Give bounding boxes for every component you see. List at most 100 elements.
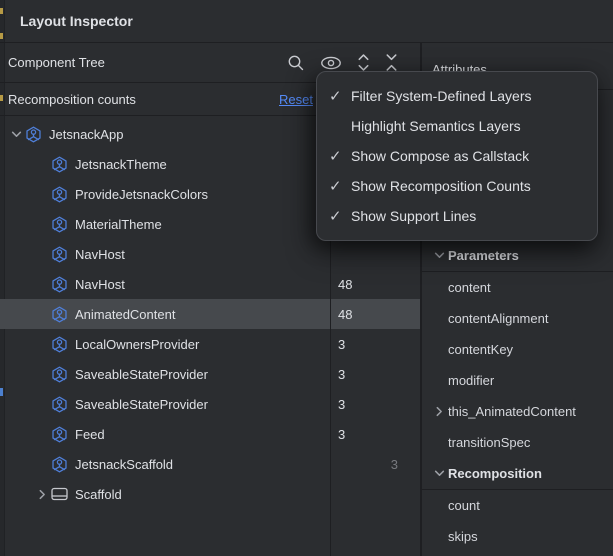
- recomposition-count: 3: [338, 366, 346, 382]
- tree-node-material-theme[interactable]: MaterialTheme: [0, 209, 420, 239]
- section-recomposition[interactable]: Recomposition: [422, 458, 613, 490]
- expand-all-icon[interactable]: [357, 54, 370, 71]
- tree-node-label: LocalOwnersProvider: [75, 336, 200, 352]
- window-edge-gutter: [0, 0, 5, 556]
- tree-node-feed[interactable]: Feed 3: [0, 419, 420, 449]
- menu-item-label: Filter System-Defined Layers: [351, 88, 532, 104]
- attributes-panel: Attributes Parameters content contentAli…: [420, 43, 613, 556]
- tree-node-animated-content-selected[interactable]: AnimatedContent 48: [0, 299, 420, 329]
- view-options-dropdown-menu: ✓ Filter System-Defined Layers Highlight…: [316, 71, 598, 241]
- menu-item-show-recomposition-counts[interactable]: ✓ Show Recomposition Counts: [317, 171, 597, 201]
- checkmark-icon: ✓: [329, 88, 342, 105]
- tree-node-label: Feed: [75, 426, 105, 442]
- gutter-mark: [0, 95, 3, 101]
- compose-node-icon: [51, 396, 68, 413]
- recomposition-count: 3: [338, 426, 346, 442]
- attribute-label: skips: [448, 529, 478, 544]
- view-node-icon: [51, 487, 68, 501]
- search-icon[interactable]: [287, 54, 305, 72]
- compose-node-icon: [51, 336, 68, 353]
- gutter-mark: [0, 33, 3, 39]
- menu-item-highlight-semantics-layers[interactable]: Highlight Semantics Layers: [317, 111, 597, 141]
- compose-node-icon: [51, 246, 68, 263]
- tree-node-provide-jetsnack-colors[interactable]: ProvideJetsnackColors: [0, 179, 420, 209]
- component-tree-panel: Component Tree Recomposition counts Rese…: [0, 43, 420, 556]
- tree-node-label: JetsnackTheme: [75, 156, 167, 172]
- recomposition-skips-count: 3: [390, 456, 398, 472]
- tree-node-nav-host[interactable]: NavHost: [0, 239, 420, 269]
- attribute-label: transitionSpec: [448, 435, 531, 450]
- menu-item-label: Highlight Semantics Layers: [351, 118, 521, 134]
- menu-item-show-compose-as-callstack[interactable]: ✓ Show Compose as Callstack: [317, 141, 597, 171]
- attribute-label: this_AnimatedContent: [448, 404, 576, 419]
- section-label: Parameters: [448, 248, 519, 263]
- menu-item-label: Show Support Lines: [351, 208, 477, 224]
- tree-node-label: Scaffold: [75, 486, 122, 502]
- attributes-list: Parameters content contentAlignment cont…: [422, 90, 613, 552]
- menu-item-label: Show Recomposition Counts: [351, 178, 531, 194]
- gutter-mark: [0, 388, 3, 396]
- tree-node-saveable-state-provider[interactable]: SaveableStateProvider 3: [0, 389, 420, 419]
- compose-node-icon: [51, 456, 68, 473]
- tree-node-jetsnack-scaffold[interactable]: JetsnackScaffold 3: [0, 449, 420, 479]
- checkmark-icon: ✓: [329, 208, 342, 225]
- tree-node-label: NavHost: [75, 276, 125, 292]
- counts-column-divider: [330, 116, 331, 556]
- attribute-row-content[interactable]: content: [422, 272, 613, 303]
- tree-node-label: JetsnackApp: [49, 126, 124, 142]
- attribute-label: content: [448, 280, 491, 295]
- menu-item-show-support-lines[interactable]: ✓ Show Support Lines: [317, 201, 597, 231]
- reset-counts-link[interactable]: Reset: [279, 91, 313, 107]
- compose-node-icon: [51, 156, 68, 173]
- tree-node-jetsnack-theme[interactable]: JetsnackTheme: [0, 149, 420, 179]
- compose-node-icon: [51, 276, 68, 293]
- compose-node-icon: [51, 366, 68, 383]
- recomposition-counts-label: Recomposition counts: [8, 91, 136, 107]
- attribute-row-count[interactable]: count: [422, 490, 613, 521]
- chevron-down-icon[interactable]: [7, 129, 25, 140]
- tree-node-scaffold[interactable]: Scaffold: [0, 479, 420, 509]
- chevron-right-icon[interactable]: [33, 489, 51, 500]
- section-parameters[interactable]: Parameters: [422, 240, 613, 272]
- tree-node-label: MaterialTheme: [75, 216, 162, 232]
- attribute-row-transition-spec[interactable]: transitionSpec: [422, 427, 613, 458]
- chevron-right-icon[interactable]: [430, 406, 448, 417]
- menu-item-filter-system-defined-layers[interactable]: ✓ Filter System-Defined Layers: [317, 81, 597, 111]
- attribute-row-modifier[interactable]: modifier: [422, 365, 613, 396]
- compose-node-icon: [51, 426, 68, 443]
- tree-node-nav-host[interactable]: NavHost 48: [0, 269, 420, 299]
- recomposition-count: 3: [338, 396, 346, 412]
- tree-node-local-owners-provider[interactable]: LocalOwnersProvider 3: [0, 329, 420, 359]
- attribute-row-content-key[interactable]: contentKey: [422, 334, 613, 365]
- component-tree: JetsnackApp JetsnackTheme ProvideJetsnac…: [0, 116, 420, 556]
- tree-node-label: NavHost: [75, 246, 125, 262]
- collapse-all-icon[interactable]: [385, 54, 398, 71]
- chevron-down-icon[interactable]: [430, 468, 448, 479]
- page-title: Layout Inspector: [20, 13, 133, 29]
- tree-node-label: ProvideJetsnackColors: [75, 186, 208, 202]
- tree-node-jetsnack-app[interactable]: JetsnackApp: [0, 119, 420, 149]
- section-label: Recomposition: [448, 466, 542, 481]
- attribute-label: contentKey: [448, 342, 514, 357]
- recomposition-count: 48: [338, 276, 353, 292]
- recomposition-counts-bar: Recomposition counts Reset: [0, 83, 420, 116]
- attribute-row-skips[interactable]: skips: [422, 521, 613, 552]
- attribute-label: count: [448, 498, 480, 513]
- tree-node-label: AnimatedContent: [75, 306, 176, 322]
- compose-node-icon: [25, 126, 42, 143]
- component-tree-toolbar: [287, 43, 398, 82]
- tool-window-titlebar: Layout Inspector: [0, 0, 613, 43]
- attribute-row-this-animated-content[interactable]: this_AnimatedContent: [422, 396, 613, 427]
- attribute-label: modifier: [448, 373, 495, 388]
- eye-icon[interactable]: [320, 56, 342, 70]
- attribute-row-content-alignment[interactable]: contentAlignment: [422, 303, 613, 334]
- checkmark-icon: ✓: [329, 178, 342, 195]
- menu-item-label: Show Compose as Callstack: [351, 148, 530, 164]
- tree-node-label: SaveableStateProvider: [75, 396, 208, 412]
- tree-node-label: JetsnackScaffold: [75, 456, 174, 472]
- recomposition-count: 3: [338, 336, 346, 352]
- tree-node-saveable-state-provider[interactable]: SaveableStateProvider 3: [0, 359, 420, 389]
- tree-node-label: SaveableStateProvider: [75, 366, 208, 382]
- chevron-down-icon[interactable]: [430, 250, 448, 261]
